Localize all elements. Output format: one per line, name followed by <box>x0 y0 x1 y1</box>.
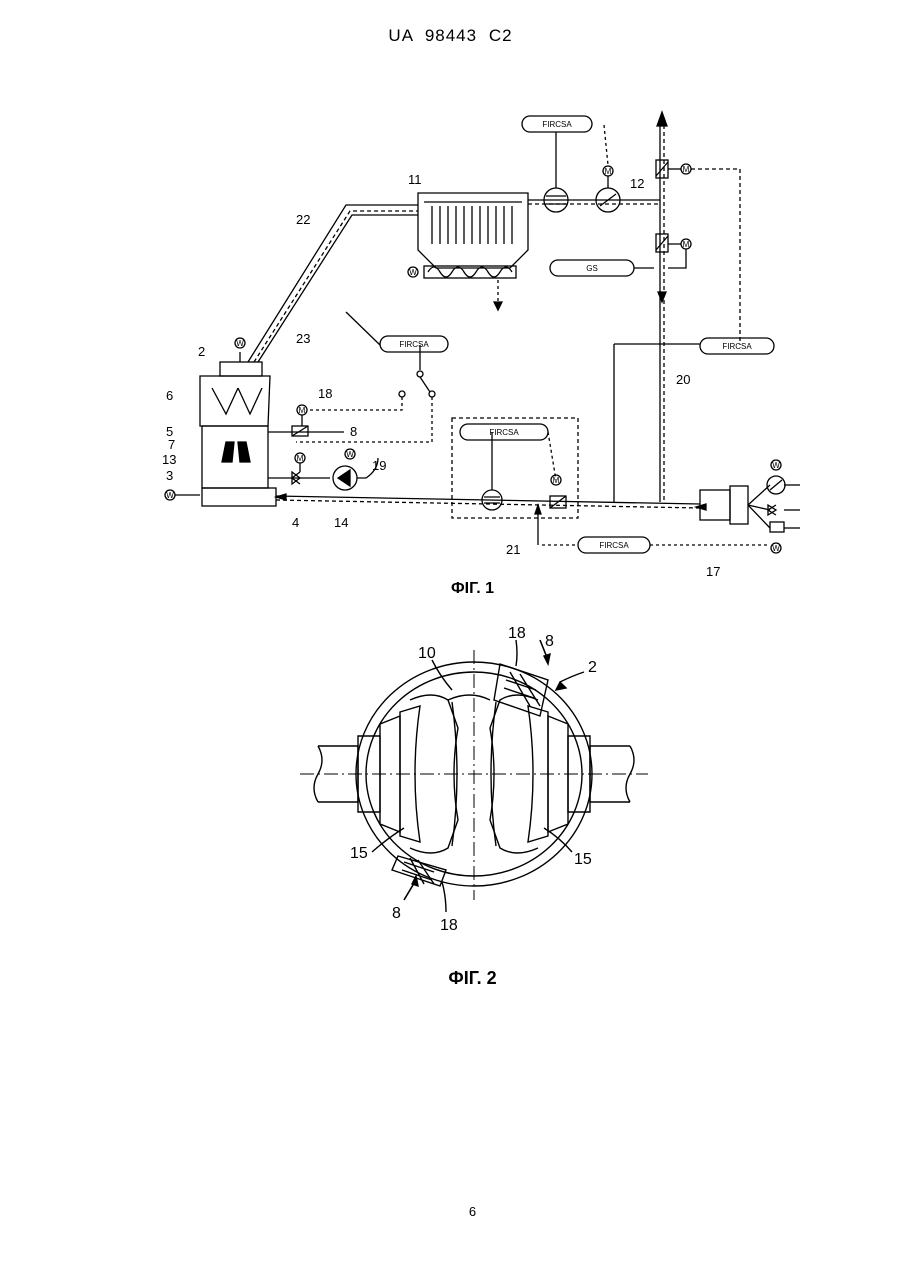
label-23: 23 <box>296 331 310 346</box>
figure-2-caption: ФІГ. 2 <box>0 968 901 989</box>
motor-symbol: M <box>553 476 560 485</box>
motor-symbol: M <box>297 454 304 463</box>
motor-symbol: M <box>683 165 690 174</box>
actuator-symbol: W <box>409 268 417 277</box>
controller-bottom-label: FIRCSA <box>599 541 629 550</box>
main-supply-line <box>656 112 740 502</box>
blower-unit <box>696 460 800 553</box>
label-17: 17 <box>706 564 720 579</box>
controller-gs-label: GS <box>586 264 598 273</box>
page-number: 6 <box>0 1204 901 1219</box>
label-2: 2 <box>588 659 597 676</box>
actuator-symbol: W <box>166 491 174 500</box>
motor-symbol: M <box>605 167 612 176</box>
label-8-bottom: 8 <box>392 905 401 922</box>
exhaust-fan-line <box>528 125 660 212</box>
label-8: 8 <box>350 424 357 439</box>
figure-1-diagram <box>165 112 800 553</box>
actuator-symbol: W <box>772 461 780 470</box>
motor-symbols: M M M M M M W W W W W W <box>166 165 780 553</box>
label-18: 18 <box>318 386 332 401</box>
controller-middle-label: FIRCSA <box>399 340 429 349</box>
label-8-top: 8 <box>545 633 554 650</box>
controller-top-label: FIRCSA <box>542 120 572 129</box>
exhaust-duct <box>248 205 418 362</box>
label-20: 20 <box>676 372 690 387</box>
filter-unit <box>408 193 528 310</box>
figure-1-caption: ФІГ. 1 <box>0 580 901 598</box>
figure-2-diagram <box>300 640 648 912</box>
controller-pills <box>380 116 774 553</box>
label-15-left: 15 <box>350 845 368 862</box>
label-7: 7 <box>168 437 175 452</box>
label-6: 6 <box>166 388 173 403</box>
label-18-bottom: 18 <box>440 917 458 934</box>
fuel-feed <box>268 405 378 490</box>
controller-right-label: FIRCSA <box>722 342 752 351</box>
controller-box-label: FIRCSA <box>489 428 519 437</box>
label-18-top: 18 <box>508 625 526 642</box>
label-21: 21 <box>506 542 520 557</box>
label-12: 12 <box>630 176 644 191</box>
melting-vessel <box>165 338 276 506</box>
actuator-symbol: W <box>346 450 354 459</box>
label-2: 2 <box>198 344 205 359</box>
label-22: 22 <box>296 212 310 227</box>
label-11: 11 <box>408 172 422 187</box>
label-19: 19 <box>372 458 386 473</box>
actuator-symbol: W <box>236 339 244 348</box>
motor-symbol: M <box>299 406 306 415</box>
label-15-right: 15 <box>574 851 592 868</box>
label-13: 13 <box>162 452 176 467</box>
label-10: 10 <box>418 645 436 662</box>
motor-symbol: M <box>683 240 690 249</box>
label-3: 3 <box>166 468 173 483</box>
label-4: 4 <box>292 515 299 530</box>
label-14: 14 <box>334 515 348 530</box>
actuator-symbol: W <box>772 544 780 553</box>
